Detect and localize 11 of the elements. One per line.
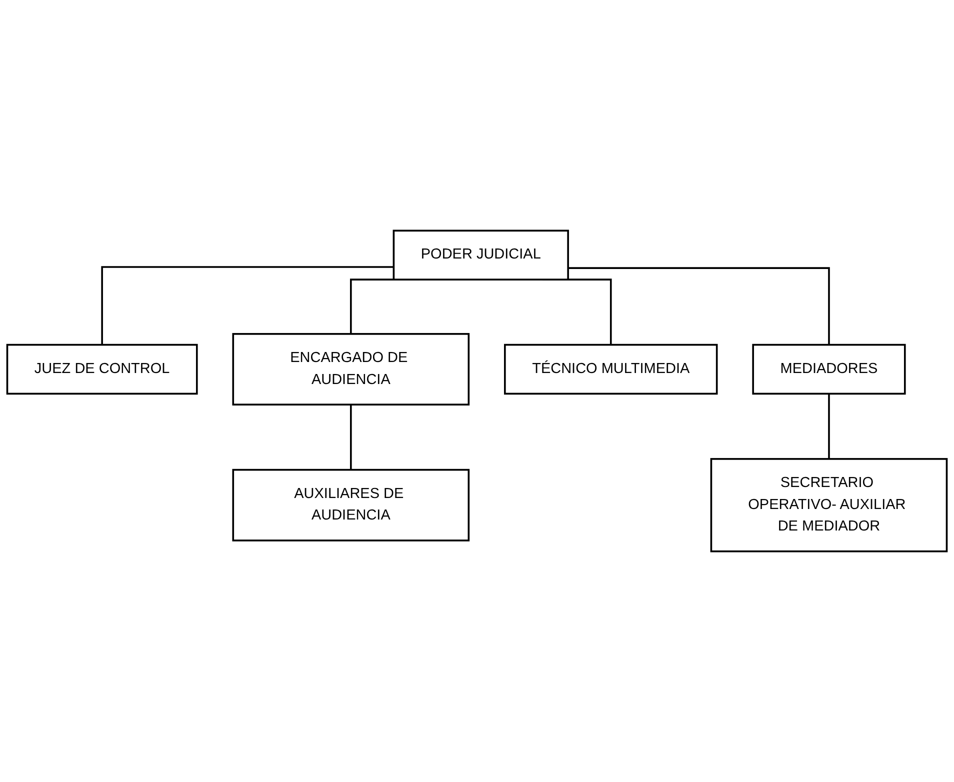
node-box: JUEZ DE CONTROL (6, 344, 198, 395)
node-box: SECRETARIO OPERATIVO- AUXILIAR DE MEDIADOR (710, 458, 948, 552)
connector (568, 267, 830, 345)
node-box: MEDIADORES (752, 344, 906, 395)
connector (101, 266, 394, 345)
node-box: PODER JUDICIAL (392, 230, 569, 280)
node-box: ENCARGADO DE AUDIENCIA (232, 333, 470, 406)
connector (828, 392, 830, 459)
node-box: AUXILIARES DE AUDIENCIA (232, 468, 470, 542)
node-box: TÉCNICO MULTIMEDIA (504, 344, 718, 395)
connector (350, 404, 352, 470)
